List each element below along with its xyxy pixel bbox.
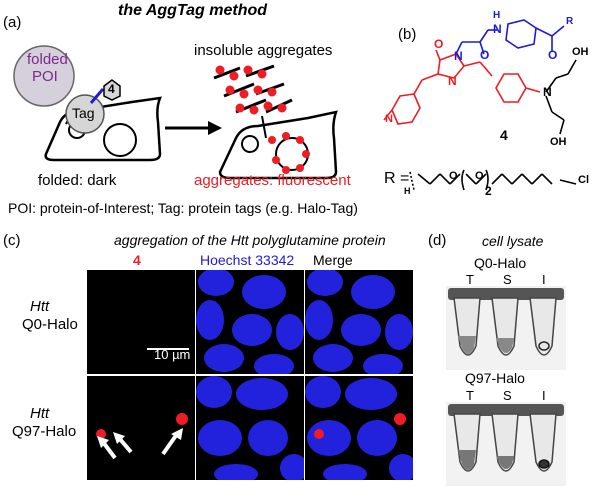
scale-bar: [147, 348, 189, 350]
folded-caption: folded: dark: [38, 172, 117, 189]
tube-label-s-1: S: [503, 272, 512, 287]
tag-linker: [89, 88, 105, 104]
micrograph-q97-hoechst: [196, 376, 304, 480]
r-group-prefix: R =: [384, 170, 410, 187]
cell-right: [218, 110, 338, 180]
row1-label-gene: Htt: [30, 298, 50, 315]
atom-o-chain1: O: [449, 170, 458, 182]
row2-label-gene: Htt: [30, 405, 50, 422]
atom-h-r: H: [404, 186, 411, 196]
poi-label-line1: folded: [27, 51, 68, 68]
poi-footnote: POI: protein-of-Interest; Tag: protein t…: [8, 200, 358, 216]
chemical-structure: [383, 19, 577, 191]
nucleus-left: [103, 123, 137, 157]
group2-label: Q97-Halo: [465, 370, 525, 386]
column-header-4: 4: [133, 252, 141, 268]
atom-o-ester: O: [548, 48, 558, 62]
group1-label: Q0-Halo: [474, 255, 527, 271]
atom-oh-bottom: OH: [550, 136, 567, 148]
tubes-q97-photo: [446, 402, 566, 486]
chromophore-red: [383, 49, 541, 125]
atom-n-amine: N: [543, 85, 552, 99]
micrograph-q97-merge: [305, 376, 413, 480]
row1-label-construct: Q0-Halo: [22, 316, 78, 333]
diol-arms: [545, 59, 577, 135]
atom-n-dimethyl: N: [385, 113, 393, 125]
atom-o-carbonyl: O: [434, 37, 444, 51]
poi-label-line2: POI: [32, 68, 58, 85]
r-group-subscript: 2: [485, 184, 492, 198]
tube-label-i-2: I: [542, 388, 546, 403]
process-arrow-head: [208, 121, 222, 135]
scale-bar-label: 10 µm: [154, 347, 191, 362]
aggregate-cluster: [213, 64, 293, 139]
tube-label-t-2: T: [466, 388, 474, 403]
cell-aggregates: [268, 132, 310, 174]
atom-n-ring2: N: [448, 74, 457, 88]
panel-a-label: (a): [3, 14, 22, 31]
row2-label-construct: Q97-Halo: [12, 423, 77, 440]
tube-label-t-1: T: [466, 272, 474, 287]
atom-n-ring1: N: [454, 49, 463, 63]
compound-hexagon: [103, 79, 121, 101]
tag-circle: [65, 94, 105, 134]
atom-cl: Cl: [578, 174, 589, 186]
tag-label: Tag: [72, 105, 95, 121]
micrograph-q0-merge: [305, 270, 413, 374]
micrograph-q0-hoechst: [196, 270, 304, 374]
panel-d-label: (d): [428, 232, 447, 249]
tube-label-i-1: I: [542, 272, 546, 287]
atom-n-amide: N: [493, 22, 502, 36]
atom-o-chain2: O: [475, 170, 484, 182]
panel-a-title: the AggTag method: [118, 2, 268, 19]
vesicle-right: [241, 135, 259, 153]
column-header-hoechst: Hoechst 33342: [200, 252, 295, 268]
tubes-q0-photo: [446, 286, 566, 370]
atom-o-amide: O: [480, 48, 490, 62]
compound-number: 4: [500, 127, 508, 143]
panel-d-title: cell lysate: [482, 233, 544, 249]
panel-b-label: (b): [398, 26, 417, 43]
atom-h-amide: H: [493, 10, 501, 21]
aggtag-schematic: [13, 45, 338, 180]
micrograph-q0-red: [87, 270, 195, 374]
aggregates-caption: aggregates: fluorescent: [194, 172, 351, 189]
atom-oh-top: OH: [572, 46, 589, 58]
compound-label-schematic: 4: [108, 82, 115, 96]
r-group-chain: [409, 169, 577, 191]
atom-r: R: [566, 16, 574, 27]
tube-label-s-2: S: [503, 388, 512, 403]
aggregates-label: insoluble aggregates: [194, 42, 333, 59]
panel-c-label: (c): [3, 232, 21, 249]
column-header-merge: Merge: [313, 252, 353, 268]
poi-circle: [13, 45, 75, 107]
panel-c-title: aggregation of the Htt polyglutamine pro…: [114, 232, 386, 248]
micrograph-q97-red: [87, 376, 195, 480]
linker-blue: [455, 19, 565, 55]
